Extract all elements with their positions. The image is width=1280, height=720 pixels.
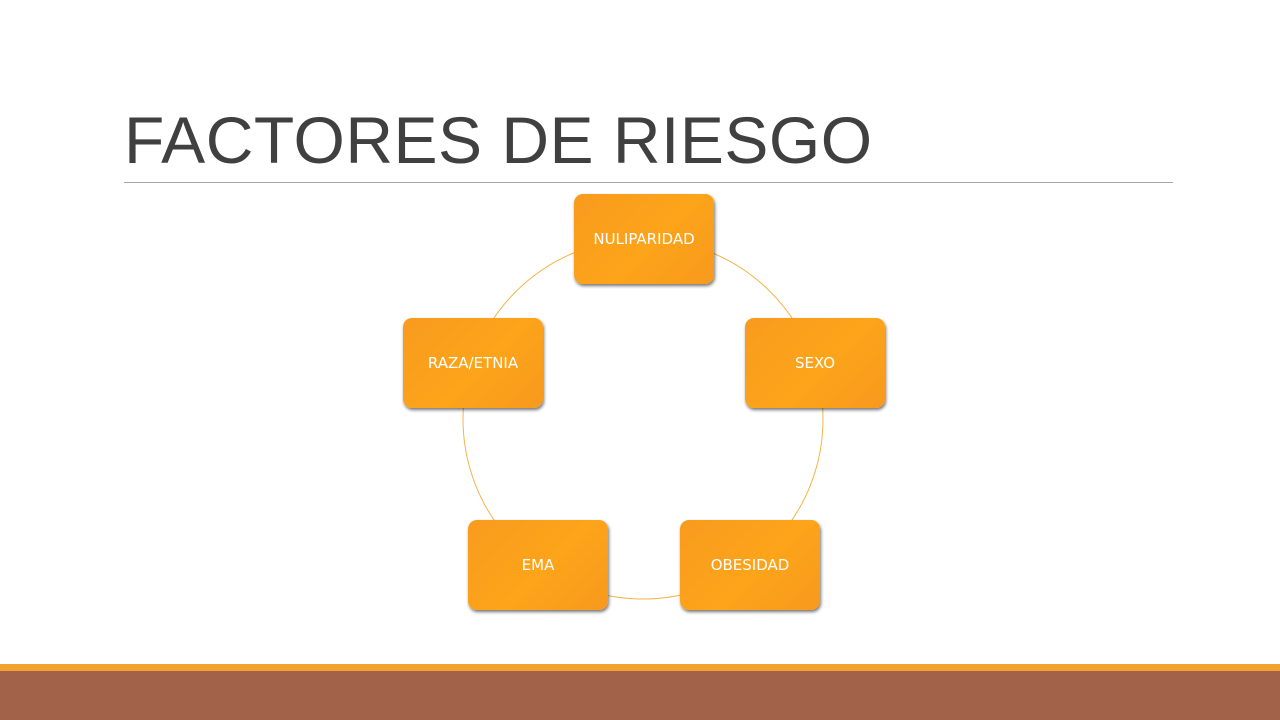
footer-accent-stripe: [0, 664, 1280, 671]
node-label: NULIPARIDAD: [593, 230, 695, 248]
node-sexo[interactable]: SEXO: [745, 318, 885, 408]
node-ema[interactable]: EMA: [468, 520, 608, 610]
node-obesidad[interactable]: OBESIDAD: [680, 520, 820, 610]
node-label: EMA: [521, 556, 555, 574]
title-divider: [124, 182, 1173, 183]
footer-band: [0, 671, 1280, 720]
node-label: RAZA/ETNIA: [427, 354, 519, 372]
node-raza-etnia[interactable]: RAZA/ETNIA: [403, 318, 543, 408]
node-nuliparidad[interactable]: NULIPARIDAD: [574, 194, 714, 284]
slide-title: FACTORES DE RIESGO: [124, 103, 873, 177]
node-label: OBESIDAD: [710, 556, 790, 574]
node-label: SEXO: [794, 354, 836, 372]
